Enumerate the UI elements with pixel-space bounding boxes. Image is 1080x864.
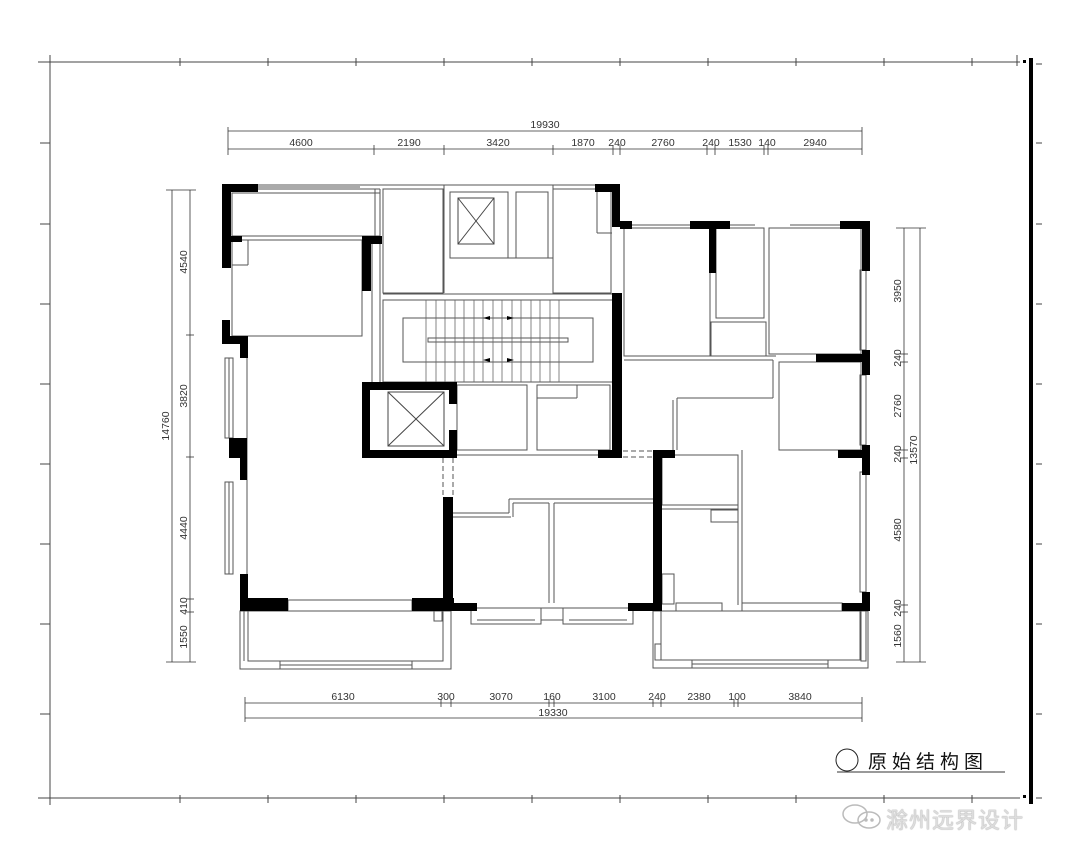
dim-bottom-seg: 240: [648, 691, 666, 703]
dim-bottom-seg: 3840: [788, 691, 812, 703]
bottom-dimension-labels: 6130 300 3070 160 3100 240 2380 100 3840…: [331, 691, 812, 719]
dim-bottom-total: 19330: [538, 707, 567, 719]
dim-right-seg: 240: [892, 599, 904, 617]
dim-top-seg: 1530: [728, 137, 752, 149]
dim-top-seg: 140: [758, 137, 776, 149]
dim-left-seg: 4540: [178, 250, 190, 274]
circle-marker-icon: [835, 748, 859, 772]
dim-bottom-seg: 3100: [592, 691, 616, 703]
wechat-icon: [842, 804, 881, 829]
dim-top-seg: 2760: [651, 137, 675, 149]
dim-left-seg: 3820: [178, 384, 190, 408]
stair-arrows: [483, 316, 514, 362]
dim-top-seg: 2190: [397, 137, 421, 149]
dim-left-seg: 4440: [178, 516, 190, 540]
dim-bottom-seg: 160: [543, 691, 561, 703]
elevator-bottom: [387, 391, 445, 447]
dim-right-seg: 1560: [892, 624, 904, 648]
dimension-lines: [166, 127, 926, 722]
drawing-frame: [38, 55, 1042, 805]
left-dimension-labels: 14760 4540 3820 4440 410 1550: [160, 250, 190, 649]
dim-top-seg: 4600: [289, 137, 313, 149]
frame-right-border: [1029, 58, 1033, 804]
dim-right-seg: 2760: [892, 394, 904, 418]
structural-walls: [222, 184, 870, 611]
dim-top-seg: 240: [608, 137, 626, 149]
dim-left-total: 14760: [160, 411, 172, 440]
dim-right-seg: 240: [892, 349, 904, 367]
dim-right-total: 13570: [908, 435, 920, 464]
dim-top-seg: 3420: [486, 137, 510, 149]
drawing-title: 原始结构图: [868, 751, 989, 773]
dim-top-seg: 2940: [803, 137, 827, 149]
dim-bottom-seg: 3070: [489, 691, 513, 703]
dim-left-seg: 1550: [178, 625, 190, 649]
right-dimension-labels: 3950 240 2760 240 4580 240 1560 13570: [892, 279, 920, 648]
dim-top-seg: 1870: [571, 137, 595, 149]
top-dimension-labels: 19930 4600 2190 3420 1870 240 2760 240 1…: [289, 119, 827, 149]
elevator-top: [457, 197, 495, 245]
dim-right-seg: 240: [892, 445, 904, 463]
stair-treads: [425, 300, 560, 382]
dim-bottom-seg: 6130: [331, 691, 355, 703]
dim-left-seg: 410: [178, 597, 190, 615]
dim-top-total: 19930: [530, 119, 559, 131]
dim-right-seg: 3950: [892, 279, 904, 303]
watermark-text: 滁州远界设计: [886, 809, 1025, 834]
dim-bottom-seg: 100: [728, 691, 746, 703]
dim-right-seg: 4580: [892, 518, 904, 542]
partition-lines: [224, 184, 869, 670]
dim-bottom-seg: 2380: [687, 691, 711, 703]
dim-top-seg: 240: [702, 137, 720, 149]
dim-bottom-seg: 300: [437, 691, 455, 703]
